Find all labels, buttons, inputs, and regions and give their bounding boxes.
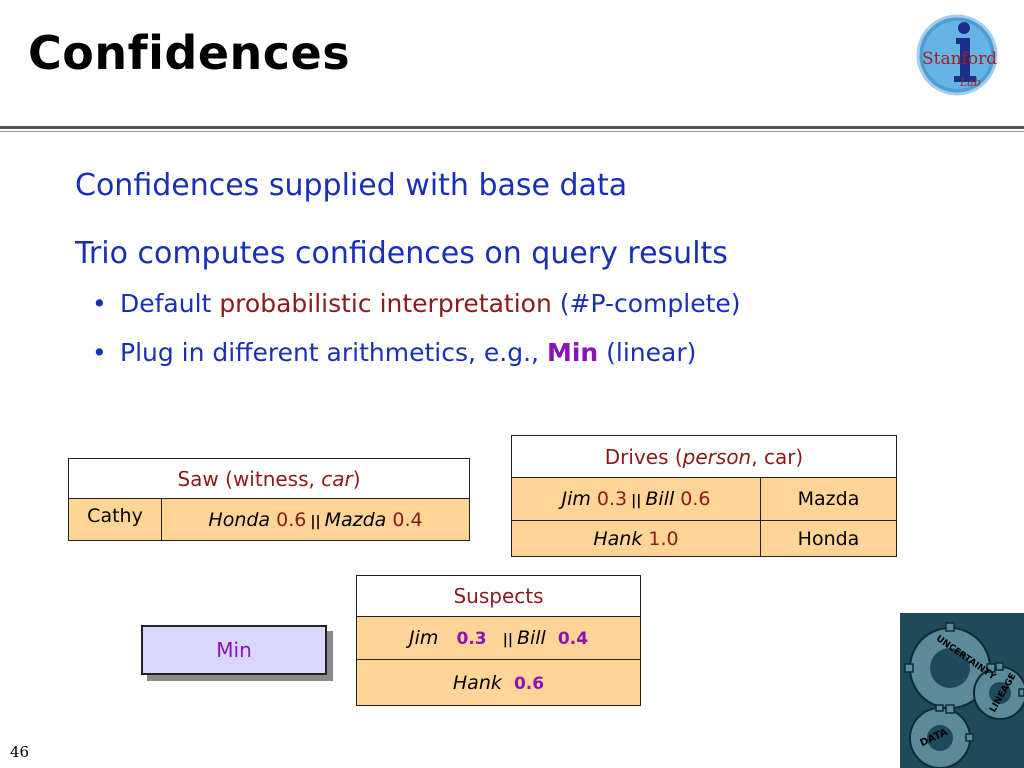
bullet-icon: • [92, 289, 107, 318]
stanford-infolab-logo: Stanford Lab [916, 14, 998, 96]
sub-point-plugin: • Plug in different arithmetics, e.g., Mi… [92, 338, 696, 367]
drives-header: Drives (person, car) [511, 435, 897, 478]
suspects-row2: Hank 0.6 [356, 659, 641, 706]
probabilistic-interpretation-text: probabilistic interpretation [219, 289, 552, 318]
drives-row2-person: Hank 1.0 [511, 520, 761, 557]
drives-table: Drives (person, car) Jim 0.3||Bill 0.6 M… [511, 435, 897, 557]
saw-car-cell: Honda 0.6||Mazda 0.4 [161, 498, 470, 541]
saw-alt1: Honda [208, 508, 271, 531]
saw-header: Saw (witness, car) [68, 458, 470, 499]
svg-text:Stanford: Stanford [922, 49, 997, 69]
svg-text:Lab: Lab [959, 76, 981, 89]
point-supplied-confidences: Confidences supplied with base data [75, 168, 628, 203]
saw-sep: || [310, 513, 321, 530]
min-function-box: Min [141, 625, 327, 675]
suspects-r1-sep: || [502, 632, 513, 648]
saw-witness-cell: Cathy [68, 498, 162, 541]
suspects-r2-p1: Hank [452, 671, 502, 694]
drives-r2-c1: 1.0 [648, 527, 679, 550]
suspects-r1-p1: Jim [408, 627, 439, 649]
drives-r1-c2: 0.6 [680, 488, 711, 510]
title-divider [0, 126, 1024, 129]
drives-r2-p1: Hank [593, 527, 643, 550]
suspects-row1: Jim 0.3 ||Bill 0.4 [356, 616, 641, 660]
drives-row1-car: Mazda [760, 477, 897, 521]
drives-r1-p1: Jim [561, 488, 591, 510]
title-divider-thin [0, 131, 1024, 132]
saw-table: Saw (witness, car) Cathy Honda 0.6||Mazd… [68, 458, 470, 541]
data-uncertainty-lineage-gears-image: UNCERTAINTY LINEAGE DATA [900, 613, 1024, 768]
suspects-r1-c2: 0.4 [557, 629, 589, 649]
saw-header-car: car [321, 466, 353, 491]
sub1-post-text: (#P-complete) [559, 289, 741, 318]
min-highlight-text: Min [546, 338, 599, 367]
saw-header-close: ) [352, 466, 361, 491]
suspects-r1-p2: Bill [516, 627, 546, 649]
saw-header-name: Saw (witness, [177, 466, 315, 491]
bullet-icon: • [92, 338, 107, 367]
page-number: 46 [10, 743, 30, 761]
slide-title: Confidences [28, 26, 351, 80]
saw-alt2: Mazda [324, 508, 387, 531]
drives-header-name: Drives ( [604, 444, 683, 469]
suspects-table: Suspects Jim 0.3 ||Bill 0.4 Hank 0.6 [356, 575, 641, 706]
sub-point-default: • Default probabilistic interpretation (#… [92, 289, 741, 318]
drives-row2-car: Honda [760, 520, 897, 557]
sub2-post-text: (linear) [606, 338, 697, 367]
suspects-r2-c1: 0.6 [513, 673, 545, 694]
sub1-text: Default [120, 289, 212, 318]
drives-r1-c1: 0.3 [596, 488, 628, 510]
drives-header-rest: , car) [751, 444, 804, 469]
point-trio-computes: Trio computes confidences on query resul… [75, 236, 728, 271]
drives-r1-p2: Bill [645, 488, 675, 510]
drives-row1-person: Jim 0.3||Bill 0.6 [511, 477, 761, 521]
saw-conf2: 0.4 [392, 508, 423, 531]
suspects-r1-c1: 0.3 [456, 629, 487, 649]
suspects-header: Suspects [356, 575, 641, 617]
drives-header-person: person [682, 444, 752, 469]
drives-r1-sep: || [631, 493, 642, 509]
sub2-text: Plug in different arithmetics, e.g., [120, 338, 539, 367]
saw-conf1: 0.6 [276, 508, 307, 531]
